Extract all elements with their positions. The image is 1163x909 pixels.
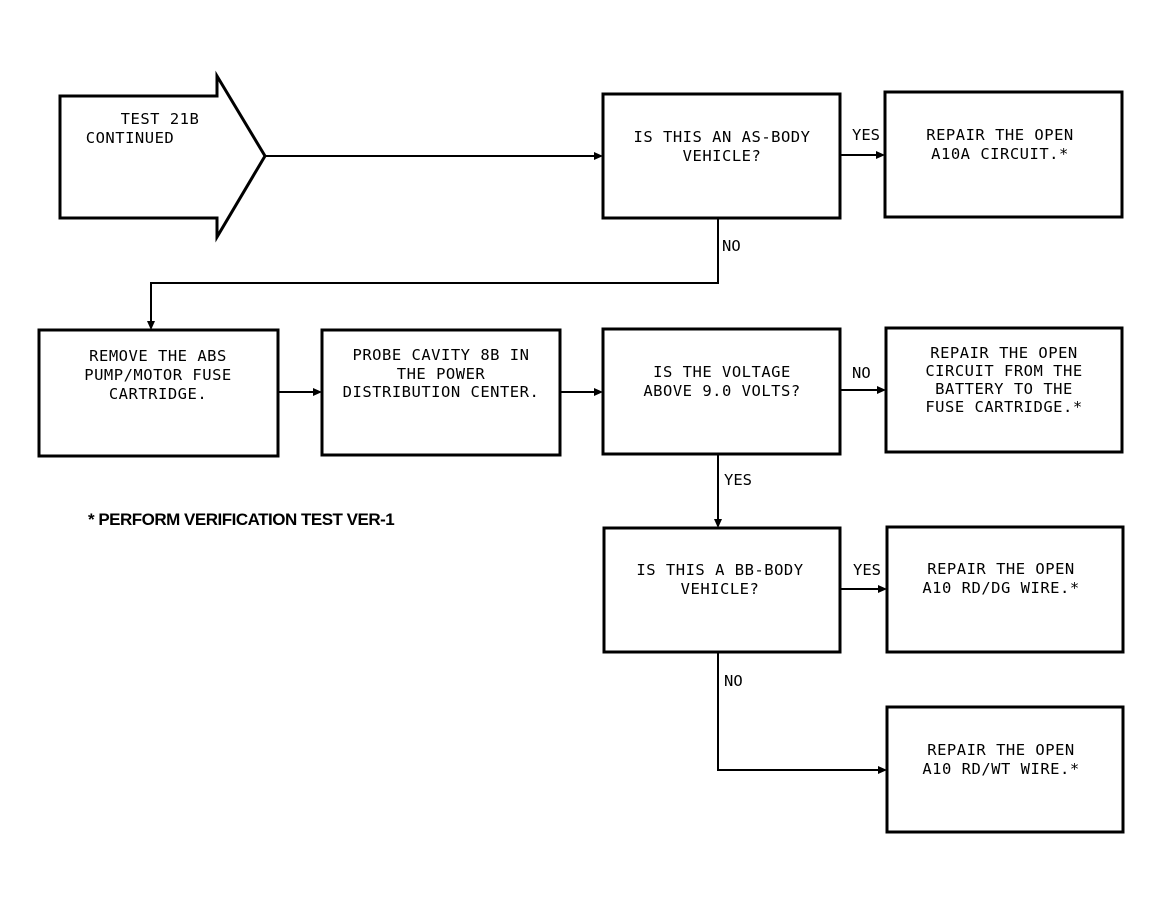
repair-battery-circuit-box: REPAIR THE OPEN CIRCUIT FROM THE BATTERY… bbox=[884, 326, 1124, 454]
connectors bbox=[147, 151, 887, 774]
connector-bb-no bbox=[717, 652, 880, 771]
probe-cavity-line3: DISTRIBUTION CENTER. bbox=[343, 383, 540, 401]
arrowhead bbox=[147, 321, 155, 330]
repair-a10a-line2: A10A CIRCUIT.* bbox=[931, 145, 1069, 163]
repair-battery-line2: CIRCUIT FROM THE bbox=[925, 362, 1082, 380]
remove-fuse-line2: PUMP/MOTOR FUSE bbox=[84, 366, 231, 384]
repair-a10a-line1: REPAIR THE OPEN bbox=[926, 126, 1073, 144]
label-no-voltage: NO bbox=[852, 364, 871, 382]
question-as-body-line2: VEHICLE? bbox=[683, 147, 762, 165]
start-text-line1: TEST 21B bbox=[121, 110, 200, 128]
repair-battery-line1: REPAIR THE OPEN bbox=[930, 344, 1077, 362]
remove-fuse-line3: CARTRIDGE. bbox=[109, 385, 207, 403]
arrowhead bbox=[594, 388, 603, 396]
repair-a10a-box: REPAIR THE OPEN A10A CIRCUIT.* bbox=[883, 90, 1124, 219]
probe-cavity-box: PROBE CAVITY 8B IN THE POWER DISTRIBUTIO… bbox=[320, 328, 562, 457]
arrowhead bbox=[878, 766, 887, 774]
repair-rd-dg-line1: REPAIR THE OPEN bbox=[927, 560, 1074, 578]
question-bb-body-box: IS THIS A BB-BODY VEHICLE? bbox=[602, 526, 842, 654]
label-no-bb-body: NO bbox=[724, 672, 743, 690]
label-yes-as-body: YES bbox=[852, 126, 880, 144]
label-yes-voltage: YES bbox=[724, 471, 752, 489]
arrowhead bbox=[313, 388, 322, 396]
probe-cavity-line2: THE POWER bbox=[397, 365, 486, 383]
repair-rd-wt-box: REPAIR THE OPEN A10 RD/WT WIRE.* bbox=[885, 705, 1125, 834]
question-bb-body-line2: VEHICLE? bbox=[681, 580, 760, 598]
question-voltage-line1: IS THE VOLTAGE bbox=[653, 363, 791, 381]
repair-rd-wt-line2: A10 RD/WT WIRE.* bbox=[922, 760, 1079, 778]
arrowhead bbox=[878, 585, 887, 593]
remove-fuse-line1: REMOVE THE ABS bbox=[89, 347, 227, 365]
question-voltage-line2: ABOVE 9.0 VOLTS? bbox=[643, 382, 800, 400]
repair-battery-line3: BATTERY TO THE bbox=[935, 380, 1073, 398]
probe-cavity-line1: PROBE CAVITY 8B IN bbox=[353, 346, 530, 364]
repair-rd-dg-box: REPAIR THE OPEN A10 RD/DG WIRE.* bbox=[885, 525, 1125, 654]
repair-battery-line4: FUSE CARTRIDGE.* bbox=[925, 398, 1082, 416]
verification-note: * PERFORM VERIFICATION TEST VER-1 bbox=[88, 510, 394, 529]
question-as-body-line1: IS THIS AN AS-BODY bbox=[634, 128, 811, 146]
question-voltage-box: IS THE VOLTAGE ABOVE 9.0 VOLTS? bbox=[601, 327, 842, 456]
repair-rd-wt-line1: REPAIR THE OPEN bbox=[927, 741, 1074, 759]
question-bb-body-line1: IS THIS A BB-BODY bbox=[636, 561, 803, 579]
arrowhead bbox=[594, 152, 603, 160]
label-yes-bb-body: YES bbox=[853, 561, 881, 579]
arrowhead bbox=[714, 519, 722, 528]
remove-fuse-box: REMOVE THE ABS PUMP/MOTOR FUSE CARTRIDGE… bbox=[37, 328, 280, 458]
label-no-as-body: NO bbox=[722, 237, 741, 255]
connector-as-no bbox=[150, 218, 719, 323]
arrowhead bbox=[876, 151, 885, 159]
start-arrow: TEST 21B CONTINUED bbox=[58, 70, 267, 243]
repair-rd-dg-line2: A10 RD/DG WIRE.* bbox=[922, 579, 1079, 597]
start-text-line2: CONTINUED bbox=[86, 129, 175, 147]
arrowhead bbox=[877, 386, 886, 394]
question-as-body-box: IS THIS AN AS-BODY VEHICLE? bbox=[601, 92, 842, 220]
